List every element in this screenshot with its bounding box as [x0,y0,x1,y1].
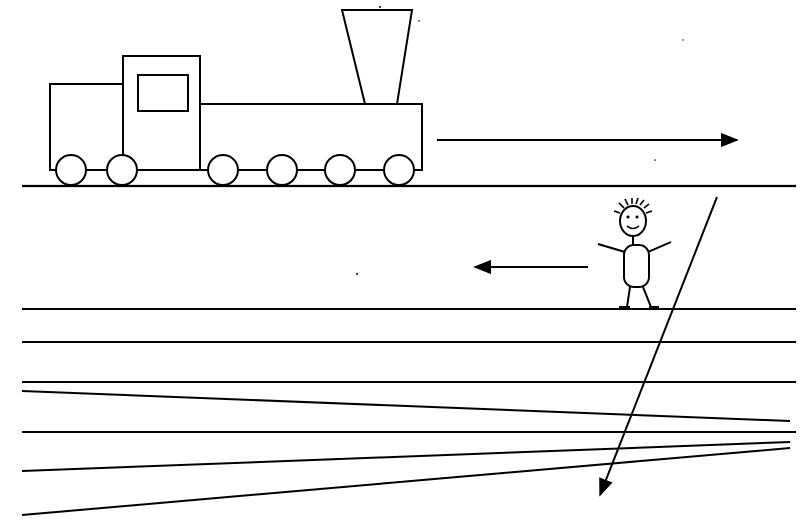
cab-window [137,74,189,112]
train-tender [49,83,124,171]
mouth [626,225,640,230]
smokestack [340,9,414,105]
specks [356,6,684,275]
torso [623,244,650,288]
wheel [106,154,138,186]
converging-line [21,447,791,516]
wheel [207,154,239,186]
wheel [383,154,415,186]
wheel [324,154,356,186]
train-cab [122,55,201,171]
left-arm [597,243,626,253]
converging-line [21,441,791,472]
hair [613,197,653,214]
projection-arrow [599,196,718,497]
eye [635,215,639,219]
wheel [266,154,298,186]
stick-figure [597,197,672,308]
train [49,9,423,186]
eye [626,215,630,219]
train-body [199,103,423,171]
head [619,205,647,237]
converging-line [21,390,791,422]
left-leg [626,286,631,308]
right-arm [647,241,672,253]
wheel [55,154,87,186]
right-leg [642,286,652,308]
ground-lines [21,308,796,516]
